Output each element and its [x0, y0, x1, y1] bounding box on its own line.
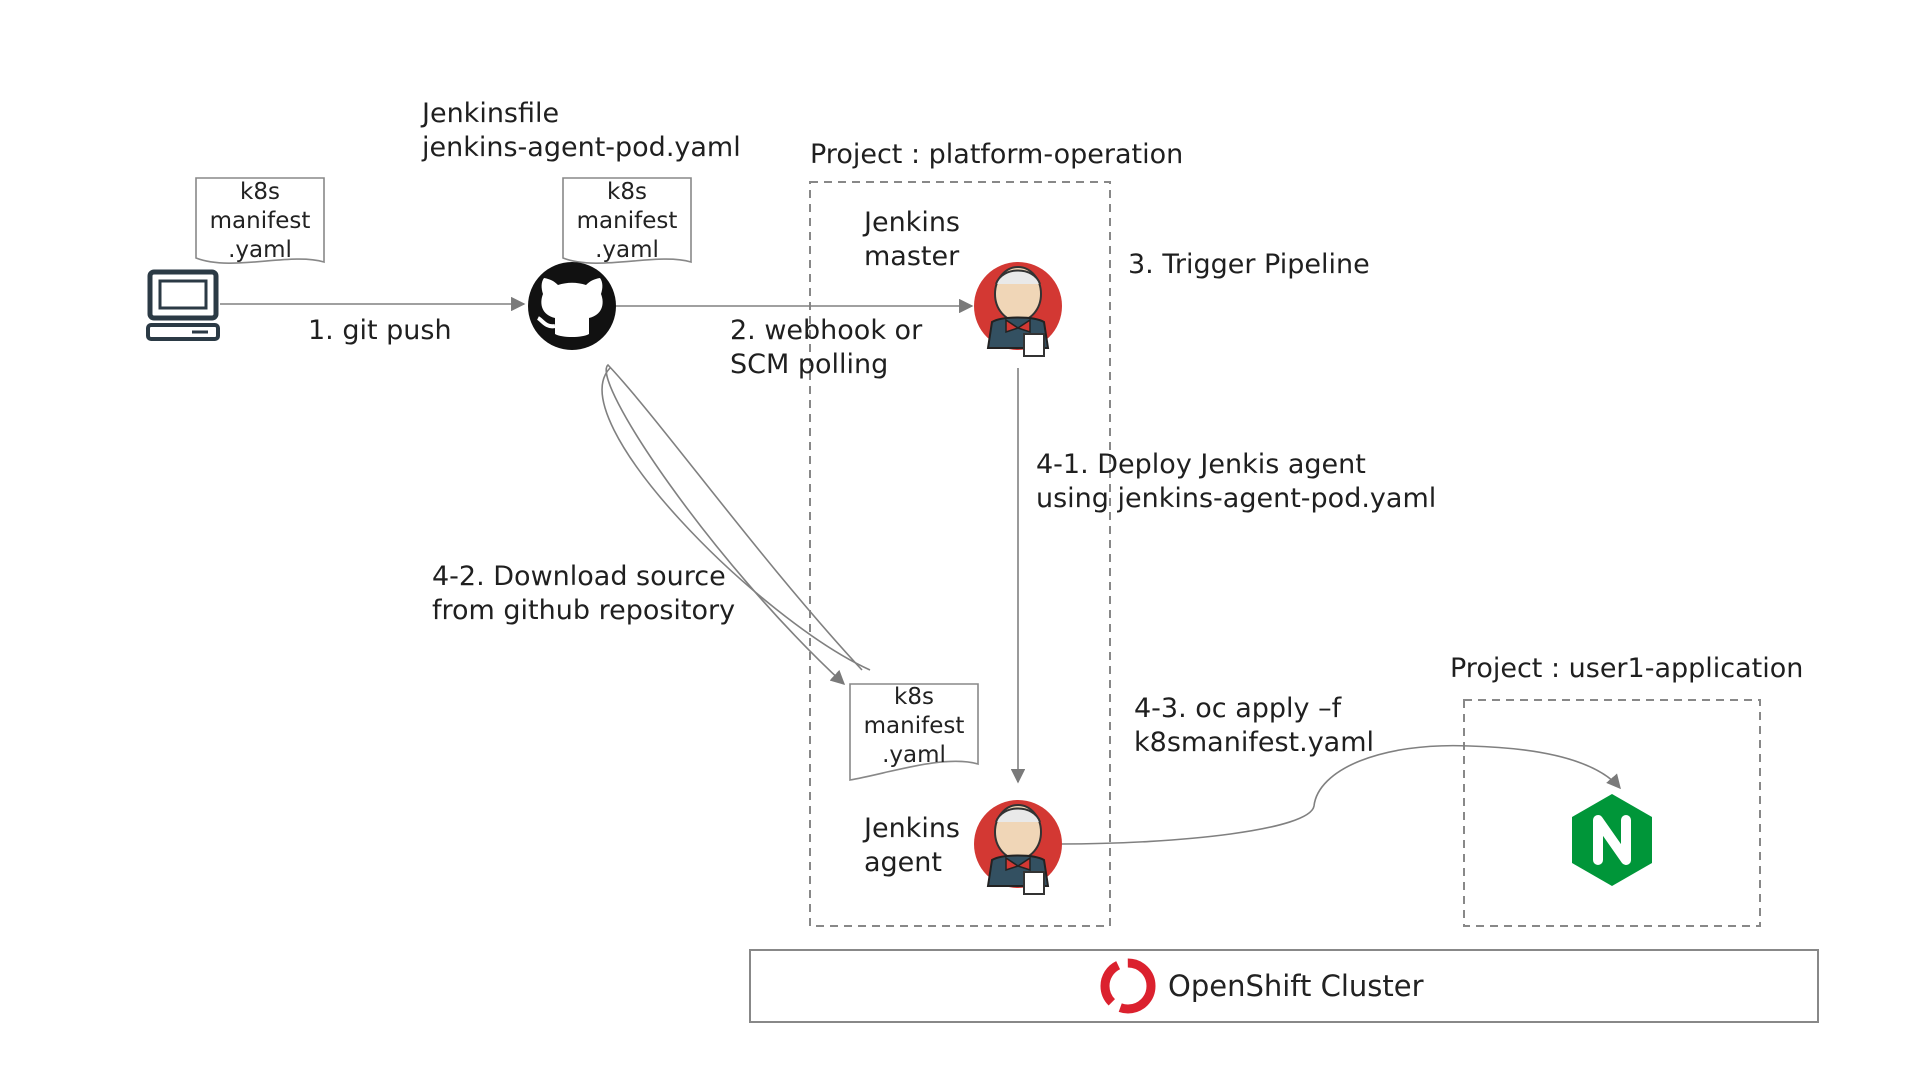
openshift-cluster-box	[749, 949, 1819, 1023]
k8s-manifest-doc-agent: k8s manifest .yaml	[849, 683, 979, 781]
computer-icon	[146, 269, 220, 341]
svg-text:.yaml: .yaml	[228, 237, 292, 263]
step-deploy-agent-line1: 4-1. Deploy Jenkis agent	[1036, 449, 1366, 480]
svg-text:.yaml: .yaml	[595, 237, 659, 263]
jenkinsfile-label: Jenkinsfile	[422, 98, 560, 129]
nginx-icon	[1572, 794, 1652, 886]
project-user-label: Project : user1-application	[1450, 653, 1804, 684]
svg-text:manifest: manifest	[577, 208, 678, 234]
jenkins-master-label-line2: master	[864, 241, 960, 272]
arrow-oc-apply	[1059, 744, 1621, 845]
arrow-download-source	[601, 367, 871, 671]
jenkins-agent-label-line2: agent	[864, 847, 942, 878]
project-user-box	[1463, 699, 1761, 927]
svg-text:.yaml: .yaml	[882, 742, 946, 768]
step-webhook-line2: SCM polling	[730, 349, 889, 380]
arrow-download-source-head	[605, 363, 863, 685]
step-trigger-pipeline: 3. Trigger Pipeline	[1128, 249, 1370, 280]
jenkins-icon	[974, 800, 1062, 895]
step-deploy-agent-line2: using jenkins-agent-pod.yaml	[1036, 483, 1437, 514]
step-oc-apply-line2: k8smanifest.yaml	[1134, 727, 1375, 758]
jenkins-icon	[974, 262, 1062, 357]
cluster-label: OpenShift Cluster	[1168, 969, 1424, 1003]
svg-text:k8s: k8s	[894, 684, 934, 710]
step-download-source-line2: from github repository	[432, 595, 736, 626]
project-platform-box	[809, 181, 1111, 927]
jenkins-agent-label-line1: Jenkins	[864, 813, 961, 844]
project-platform-label: Project : platform-operation	[810, 139, 1184, 170]
k8s-manifest-doc-laptop: k8s manifest .yaml	[195, 177, 325, 264]
github-icon	[528, 262, 616, 350]
k8s-manifest-doc-github: k8s manifest .yaml	[562, 177, 692, 264]
svg-text:manifest: manifest	[864, 713, 965, 739]
step-webhook-line1: 2. webhook or	[730, 315, 923, 346]
step-git-push: 1. git push	[308, 315, 452, 346]
svg-text:k8s: k8s	[607, 179, 647, 205]
jenkins-agent-pod-label: jenkins-agent-pod.yaml	[422, 132, 741, 163]
svg-text:manifest: manifest	[210, 208, 311, 234]
openshift-icon	[1100, 958, 1156, 1014]
step-download-source-line1: 4-2. Download source	[432, 561, 726, 592]
step-oc-apply-line1: 4-3. oc apply –f	[1134, 693, 1342, 724]
svg-text:k8s: k8s	[240, 179, 280, 205]
jenkins-master-label-line1: Jenkins	[864, 207, 961, 238]
